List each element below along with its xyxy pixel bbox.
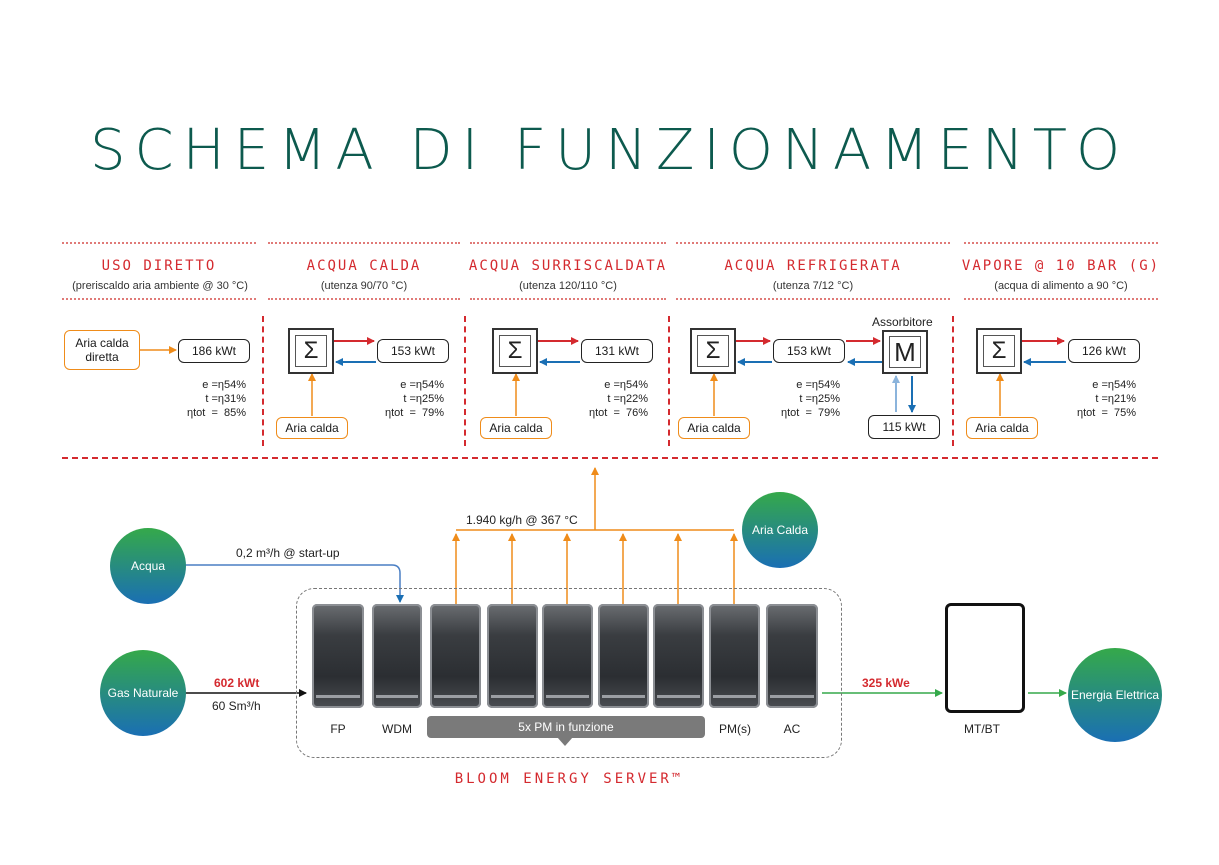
module-cabinet-wdm [372, 604, 422, 708]
pm-active-band: 5x PM in funzione [427, 716, 705, 738]
page-title: SCHEMA DI FUNZIONAMENTO [89, 118, 1130, 183]
efficiency-acqua-refrigerata: e =η54% t =η25% ηtot = 79% [780, 379, 840, 419]
input-aria-calda: Aria calda [678, 417, 750, 439]
section-divider [464, 316, 466, 446]
power-box-absorber: 115 kWt [868, 415, 940, 439]
header-dots-top [470, 242, 666, 244]
efficiency-acqua-surriscaldata: e =η54% t =η22% ηtot = 76% [588, 379, 648, 419]
section-divider [668, 316, 670, 446]
air-flow-label: 1.940 kg/h @ 367 °C [466, 513, 578, 527]
module-cabinet-pms [709, 604, 760, 708]
server-name: BLOOM ENERGY SERVER™ [454, 771, 684, 787]
module-cabinet-pm [598, 604, 649, 708]
heat-exchanger-icon: Σ [492, 328, 538, 374]
transformer-icon [945, 603, 1025, 713]
power-box-vapore: 126 kWt [1068, 339, 1140, 363]
absorber-label: Assorbitore [872, 315, 933, 329]
section-title-acqua-refrigerata: ACQUA REFRIGERATA [724, 258, 902, 274]
section-title-acqua-surriscaldata: ACQUA SURRISCALDATA [468, 258, 668, 274]
node-acqua: Acqua [110, 528, 186, 604]
power-box-acqua-refrigerata: 153 kWt [773, 339, 845, 363]
section-subtitle-vapore: (acqua di alimento a 90 °C) [994, 280, 1128, 292]
module-label-fp: FP [330, 722, 346, 736]
pm-active-band-pointer [557, 737, 573, 746]
module-cabinet-fp [312, 604, 364, 708]
node-energia-elettrica: Energia Elettrica [1068, 648, 1162, 742]
node-aria-calda: Aria Calda [742, 492, 818, 568]
module-label-pms: PM(s) [719, 722, 751, 736]
section-subtitle-acqua-surriscaldata: (utenza 120/110 °C) [519, 280, 617, 292]
module-cabinet-pm [653, 604, 704, 708]
header-dots-bottom [964, 298, 1158, 300]
section-subtitle-acqua-refrigerata: (utenza 7/12 °C) [772, 280, 854, 292]
water-flow-label: 0,2 m³/h @ start-up [236, 546, 340, 560]
input-aria-calda: Aria calda [480, 417, 552, 439]
module-cabinet-ac [766, 604, 818, 708]
server-frame [296, 588, 842, 758]
node-gas-naturale: Gas Naturale [100, 650, 186, 736]
efficiency-uso-diretto: e =η54% t =η31% ηtot = 85% [186, 379, 246, 419]
power-box-acqua-surriscaldata: 131 kWt [581, 339, 653, 363]
section-divider [262, 316, 264, 446]
transformer-label: MT/BT [964, 722, 1000, 736]
section-subtitle-uso-diretto: (preriscaldo aria ambiente @ 30 °C) [72, 280, 248, 292]
header-dots-bottom [268, 298, 460, 300]
header-dots-top [964, 242, 1158, 244]
electric-power-label: 325 kWe [862, 676, 910, 690]
power-box-uso-diretto: 186 kWt [178, 339, 250, 363]
module-label-ac: AC [783, 722, 801, 736]
section-title-uso-diretto: USO DIRETTO [101, 258, 217, 274]
heat-exchanger-icon: Σ [690, 328, 736, 374]
absorber-icon: M [882, 330, 928, 374]
module-cabinet-pm [542, 604, 593, 708]
efficiency-vapore: e =η54% t =η21% ηtot = 75% [1076, 379, 1136, 419]
header-dots-bottom [62, 298, 256, 300]
section-title-acqua-calda: ACQUA CALDA [306, 258, 422, 274]
power-box-acqua-calda: 153 kWt [377, 339, 449, 363]
gas-power-label: 602 kWt [214, 676, 260, 690]
input-aria-calda-diretta: Aria calda diretta [64, 330, 140, 370]
input-aria-calda: Aria calda [966, 417, 1038, 439]
section-divider [952, 316, 954, 446]
section-title-vapore: VAPORE @ 10 BAR (G) [961, 258, 1161, 274]
header-dots-top [676, 242, 950, 244]
section-subtitle-acqua-calda: (utenza 90/70 °C) [320, 280, 408, 292]
header-dots-top [268, 242, 460, 244]
efficiency-acqua-calda: e =η54% t =η25% ηtot = 79% [384, 379, 444, 419]
module-cabinet-pm [487, 604, 538, 708]
header-dots-bottom [676, 298, 950, 300]
module-label-wdm: WDM [382, 722, 412, 736]
input-aria-calda: Aria calda [276, 417, 348, 439]
header-dots-bottom [470, 298, 666, 300]
gas-flow-label: 60 Sm³/h [212, 699, 261, 713]
heat-exchanger-icon: Σ [976, 328, 1022, 374]
header-dots-top [62, 242, 256, 244]
module-cabinet-pm [430, 604, 481, 708]
heat-exchanger-icon: Σ [288, 328, 334, 374]
utilities-divider [62, 457, 1158, 459]
